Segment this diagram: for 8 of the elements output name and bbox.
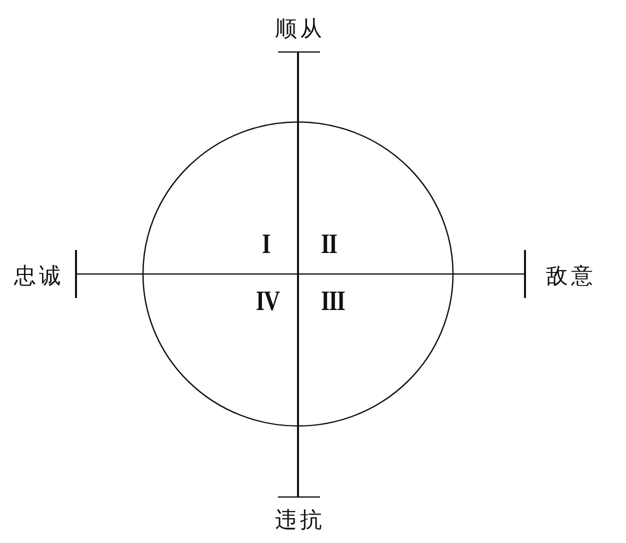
axis-label: 忠诚 <box>14 266 64 288</box>
quadrant-number: III <box>320 288 345 316</box>
quadrant-number: II <box>320 231 337 259</box>
axis-label: 违抗 <box>275 510 325 532</box>
quadrant-number: I <box>262 231 270 259</box>
quadrant-number: IV <box>255 288 279 316</box>
axis-label: 敌意 <box>546 266 596 288</box>
axis-label: 顺从 <box>275 19 325 41</box>
